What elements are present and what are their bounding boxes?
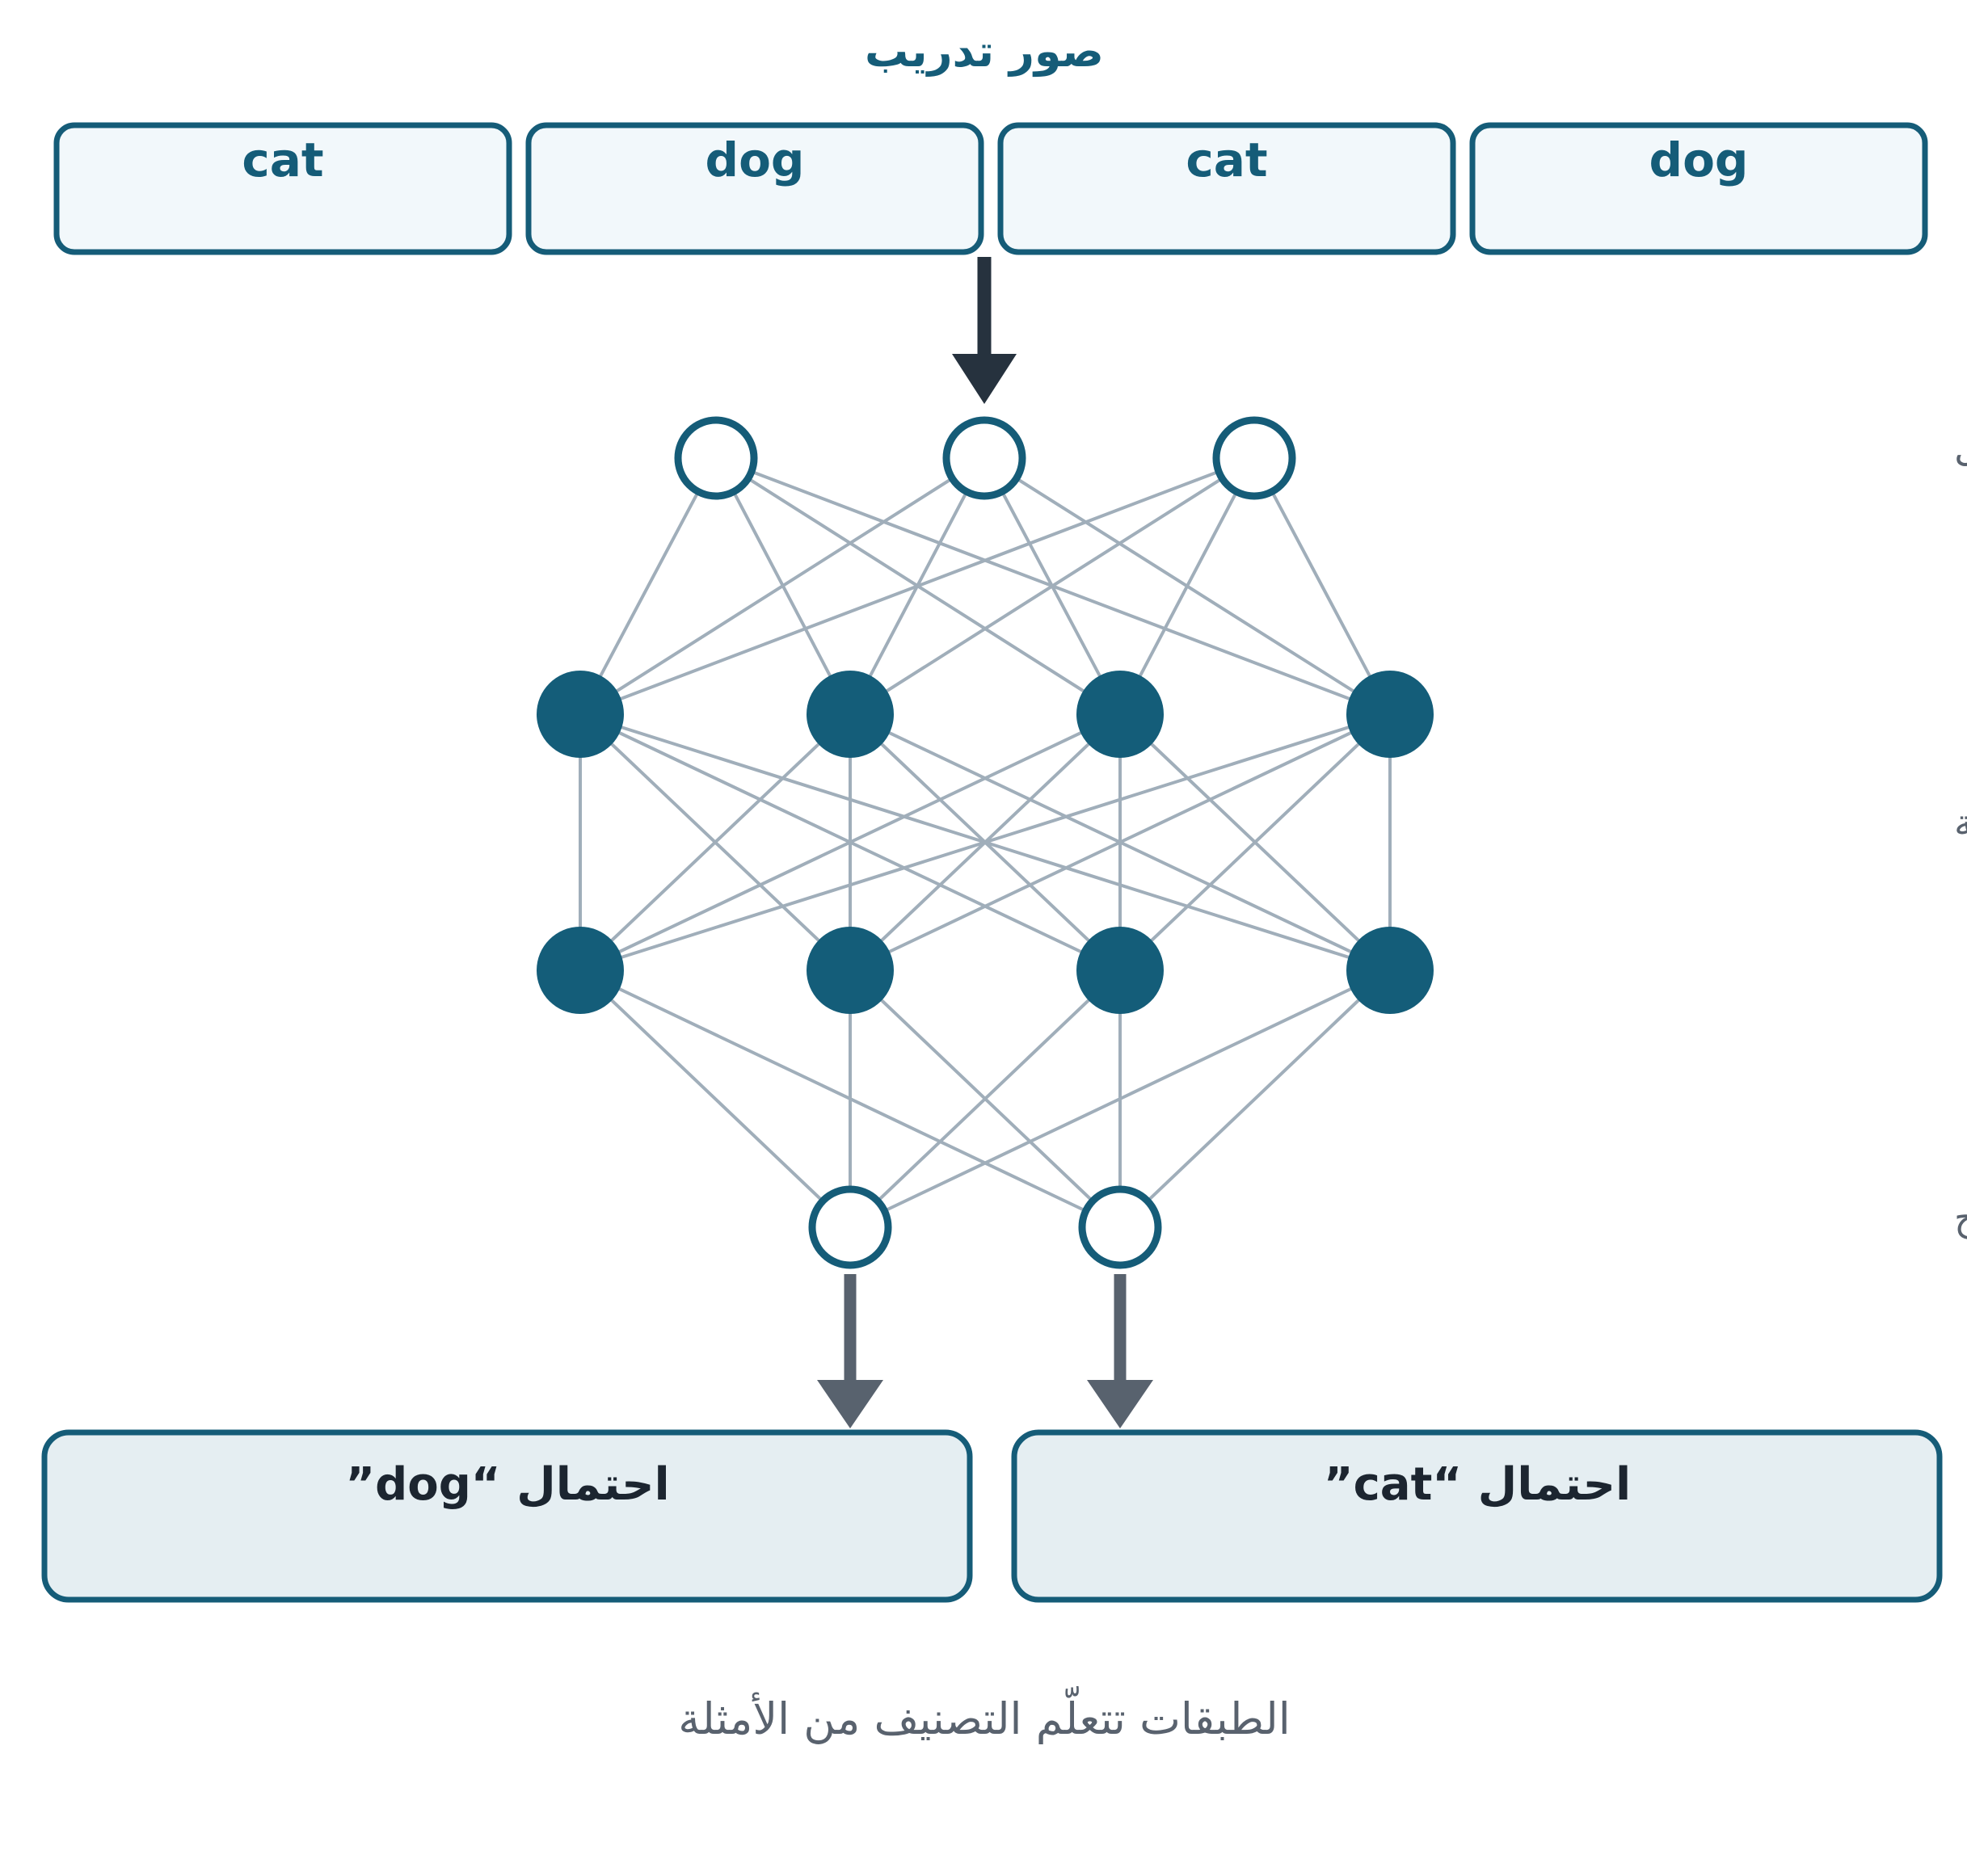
- hidden-node: [1076, 927, 1164, 1014]
- connection-line: [849, 456, 1256, 716]
- hidden-node: [537, 671, 624, 758]
- training-image-box: cat: [53, 122, 512, 255]
- hidden-layers-label: الطبقات الخفية: [1954, 801, 1967, 844]
- connection-line: [1118, 713, 1392, 972]
- output-node: [1078, 1185, 1162, 1269]
- connection-line: [579, 713, 1121, 972]
- training-image-label: cat: [242, 132, 323, 187]
- training-image-box: dog: [1469, 122, 1928, 255]
- training-images: cat dog cat dog: [53, 122, 1928, 255]
- diagram-title: صور تدريب: [865, 26, 1104, 77]
- hidden-node: [1076, 671, 1164, 758]
- connection-line: [579, 713, 852, 972]
- training-image-box: cat: [997, 122, 1456, 255]
- caption: الطبقات تتعلّم التصنيف من الأمثلة: [678, 1686, 1290, 1744]
- hidden-node: [807, 671, 894, 758]
- training-image-label: cat: [1186, 132, 1267, 187]
- connection-line: [849, 713, 1391, 972]
- connection-line: [579, 456, 1255, 716]
- output-layer-label: طبقة الإخراج: [1954, 1196, 1967, 1240]
- connection-line: [849, 969, 1122, 1229]
- connection-line: [579, 457, 718, 715]
- connection-line: [579, 456, 986, 716]
- connection-line: [849, 969, 1391, 1229]
- output-box: احتمال “dog”: [41, 1429, 973, 1603]
- input-node: [674, 416, 758, 500]
- hidden-node: [1346, 671, 1434, 758]
- training-image-box: dog: [525, 122, 984, 255]
- connections: [579, 456, 1392, 1229]
- output-label: احتمال “dog”: [345, 1458, 669, 1511]
- training-image-label: dog: [706, 132, 805, 187]
- connection-line: [579, 969, 852, 1229]
- connection-line: [579, 713, 1391, 972]
- hidden-node: [1346, 927, 1434, 1014]
- hidden-node: [537, 927, 624, 1014]
- connection-line: [1118, 969, 1392, 1229]
- input-layer-label: طبقة الإدخال: [1954, 426, 1967, 469]
- connection-line: [1253, 457, 1392, 715]
- hidden-node: [807, 927, 894, 1014]
- input-node: [1212, 416, 1296, 500]
- output-label: احتمال “cat”: [1324, 1458, 1631, 1511]
- output-arrow: [817, 1274, 883, 1428]
- input-arrow: [952, 257, 1017, 404]
- connection-line: [1118, 457, 1256, 715]
- input-node: [942, 416, 1026, 500]
- output-node: [808, 1185, 892, 1269]
- neurons: [537, 416, 1434, 1269]
- output-box: احتمال “cat”: [1011, 1429, 1943, 1603]
- output-arrow: [1087, 1274, 1153, 1428]
- training-image-label: dog: [1649, 132, 1749, 187]
